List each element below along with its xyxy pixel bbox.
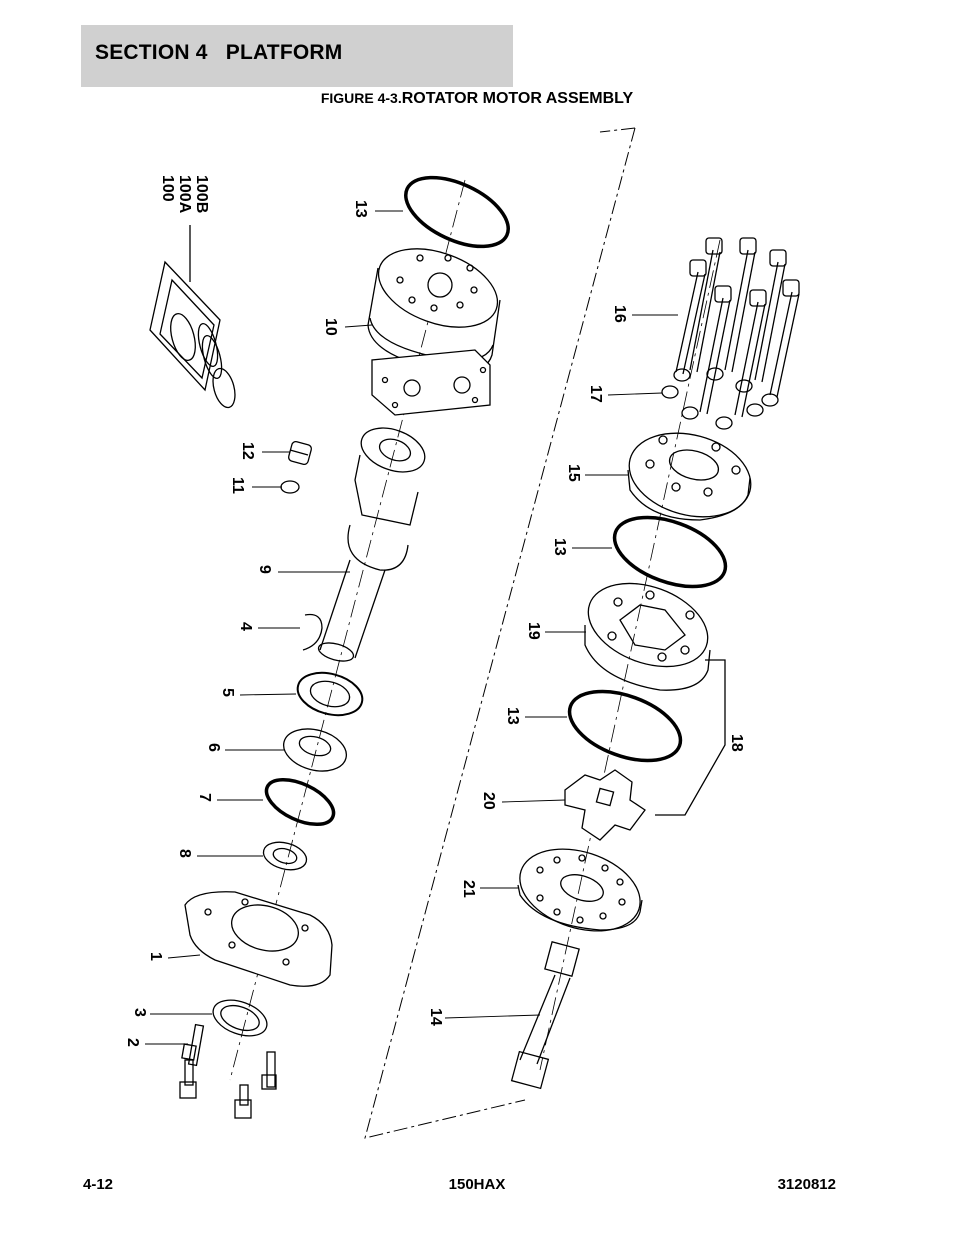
callout-14: 14: [427, 1008, 444, 1026]
footer-doc-number: 3120812: [777, 1176, 836, 1193]
callout-19: 19: [525, 622, 542, 640]
callout-8: 8: [176, 849, 193, 858]
callout-20: 20: [480, 792, 497, 810]
footer-page-number: 4-12: [83, 1176, 114, 1193]
callout-13-middle: 13: [551, 538, 568, 556]
callout-100a: 100A: [176, 175, 193, 214]
washer-11-drawing: [280, 480, 300, 494]
seal-3-drawing: [212, 999, 268, 1037]
bolts-16-drawing: [675, 237, 800, 418]
callout-17: 17: [587, 385, 604, 403]
o-ring-7-drawing: [264, 777, 336, 827]
callout-100b: 100B: [193, 175, 210, 213]
figure-name: ROTATOR MOTOR ASSEMBLY: [401, 90, 634, 107]
callout-9: 9: [256, 565, 273, 574]
shaft-9-drawing: [317, 427, 426, 662]
callout-5: 5: [219, 688, 236, 697]
callout-12: 12: [239, 442, 256, 460]
figure-title: FIGURE 4-3.ROTATOR MOTOR ASSEMBLY: [0, 90, 954, 108]
key-4-drawing: [302, 613, 323, 651]
centerline-right: [539, 239, 721, 1071]
callout-1: 1: [147, 952, 164, 961]
callout-21: 21: [460, 880, 477, 898]
callout-3: 3: [131, 1008, 148, 1017]
callout-11: 11: [229, 477, 246, 494]
figure-prefix: FIGURE 4-3.: [320, 90, 402, 106]
dashed-boundary: [364, 127, 636, 1139]
bracket-18: [655, 659, 726, 816]
o-ring-13-middle: [612, 515, 728, 589]
plate-15-drawing: [627, 432, 752, 521]
callout-18: 18: [728, 734, 745, 752]
stator-19-drawing: [584, 582, 711, 691]
callout-15: 15: [565, 464, 582, 482]
o-ring-13-lower: [567, 689, 683, 763]
washers-17-drawing: [661, 367, 779, 430]
bearing-5-drawing: [296, 671, 364, 717]
callout-7: 7: [196, 793, 213, 802]
callout-2: 2: [124, 1038, 141, 1047]
valve-plate-21-drawing: [517, 848, 643, 932]
o-ring-13-top: [404, 175, 510, 249]
rotor-20-drawing: [564, 769, 646, 841]
callout-4: 4: [237, 622, 254, 631]
seal-kit-drawing: [149, 225, 236, 409]
callout-16: 16: [611, 305, 628, 323]
seal-8-drawing: [262, 841, 308, 871]
section-title: SECTION 4 PLATFORM: [95, 41, 343, 64]
callout-13-lower: 13: [504, 707, 521, 725]
housing-10-drawing: [367, 248, 501, 416]
callout-13-top: 13: [352, 200, 369, 218]
callout-100: 100: [159, 175, 176, 202]
drive-14-drawing: [510, 941, 580, 1090]
section-header: SECTION 4 PLATFORM: [81, 25, 513, 87]
footer-model: 150HAX: [448, 1176, 506, 1193]
flange-1-drawing: [184, 891, 333, 987]
leader-lines: [145, 210, 678, 1045]
plug-12-drawing: [288, 441, 312, 465]
bolts-2-drawing: [179, 1023, 277, 1119]
callout-10: 10: [322, 318, 339, 336]
washer-6-drawing: [283, 728, 347, 772]
callout-6: 6: [205, 743, 222, 752]
